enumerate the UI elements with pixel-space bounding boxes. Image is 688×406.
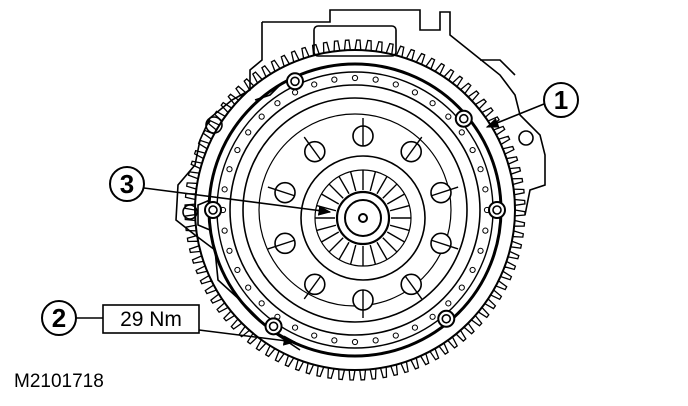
- rivet: [372, 76, 379, 83]
- rivet: [226, 166, 233, 173]
- bolt-head-1: [290, 76, 300, 87]
- rivet: [392, 332, 399, 339]
- bolt-head-2: [458, 113, 469, 124]
- rivet: [351, 338, 359, 346]
- clutch-disc-hub: [300, 155, 426, 281]
- rivet: [311, 81, 318, 88]
- rivet: [274, 313, 281, 320]
- rivet: [291, 324, 299, 331]
- spring-finger: [352, 118, 374, 147]
- spring-finger: [303, 273, 326, 300]
- rivet: [372, 337, 379, 344]
- rivet: [445, 113, 452, 120]
- rivet: [445, 300, 452, 307]
- rivet: [219, 206, 227, 214]
- rivet: [351, 74, 359, 82]
- pressure-plate-cover: [229, 84, 481, 336]
- rivet: [411, 324, 419, 331]
- bolt-3: [488, 201, 506, 219]
- rivet: [392, 81, 399, 88]
- hub-spline: [328, 237, 344, 253]
- spring-finger: [400, 273, 423, 300]
- hub-spline: [349, 244, 357, 265]
- hub-spline: [369, 244, 377, 265]
- bolt-1: [285, 72, 304, 91]
- rivet: [429, 100, 436, 107]
- callout-1: 1: [485, 82, 579, 128]
- rivet: [234, 266, 241, 274]
- callout-2-number: 2: [52, 303, 66, 333]
- hub-spline: [349, 171, 357, 192]
- callout-3-number: 3: [120, 169, 134, 199]
- bolt-head-6: [208, 205, 218, 215]
- hub-spline: [328, 183, 344, 199]
- rivet: [221, 186, 228, 193]
- pressure-plate-bolts: [204, 72, 506, 346]
- torque-box: [102, 304, 200, 334]
- bolt-5: [264, 317, 283, 336]
- spring-finger: [352, 289, 374, 318]
- rivet: [291, 89, 299, 96]
- hub-spline: [321, 193, 340, 205]
- spring-finger: [267, 232, 296, 255]
- hub-spline: [382, 237, 398, 253]
- hub-spline: [376, 241, 388, 260]
- callout-1-number: 1: [554, 85, 568, 115]
- rivet: [274, 100, 281, 107]
- hub-spline: [389, 204, 410, 212]
- spring-finger: [430, 181, 459, 204]
- rivet: [331, 76, 338, 83]
- rivet: [477, 166, 484, 173]
- hub-spline: [376, 176, 388, 195]
- diaphragm-spring-fingers: [267, 118, 459, 318]
- callout-3: 3: [109, 166, 332, 216]
- spring-finger: [303, 136, 326, 163]
- hub-spline: [369, 171, 377, 192]
- torque-value: 29 Nm: [120, 308, 182, 331]
- spring-finger: [400, 136, 423, 163]
- callout-2: 2 29 Nm: [41, 300, 297, 346]
- rivet: [234, 146, 241, 154]
- spring-finger: [430, 232, 459, 255]
- rivet: [221, 227, 228, 234]
- rivet: [469, 146, 476, 154]
- hub-spline: [386, 231, 405, 243]
- rivet: [411, 89, 419, 96]
- bolt-head-5: [268, 321, 279, 332]
- bolt-head-3: [492, 205, 502, 215]
- hub-spline: [321, 231, 340, 243]
- bolt-6: [204, 201, 222, 219]
- rivet: [245, 284, 252, 291]
- rivet: [226, 247, 233, 254]
- rivet: [258, 300, 265, 307]
- rivet: [477, 247, 484, 254]
- bolt-4: [437, 309, 456, 328]
- hub-spline: [389, 224, 410, 232]
- rivet: [311, 332, 318, 339]
- hub-spline: [338, 176, 350, 195]
- hub-spline: [338, 241, 350, 260]
- rivet: [258, 113, 265, 120]
- figure-code: M2101718: [14, 371, 104, 392]
- rivet: [458, 129, 465, 136]
- rivet: [331, 337, 338, 344]
- rivet: [469, 266, 476, 274]
- bolt-2: [454, 109, 473, 128]
- rivet: [429, 313, 436, 320]
- rivet: [245, 129, 252, 136]
- rivet: [483, 206, 491, 214]
- bolt-head-4: [441, 313, 452, 324]
- rivet: [458, 284, 465, 291]
- rivet: [482, 186, 489, 193]
- rivet: [482, 227, 489, 234]
- hub-spline: [382, 183, 398, 199]
- hub-spline: [386, 193, 405, 205]
- spring-finger: [267, 181, 296, 204]
- hub-spline: [316, 224, 337, 232]
